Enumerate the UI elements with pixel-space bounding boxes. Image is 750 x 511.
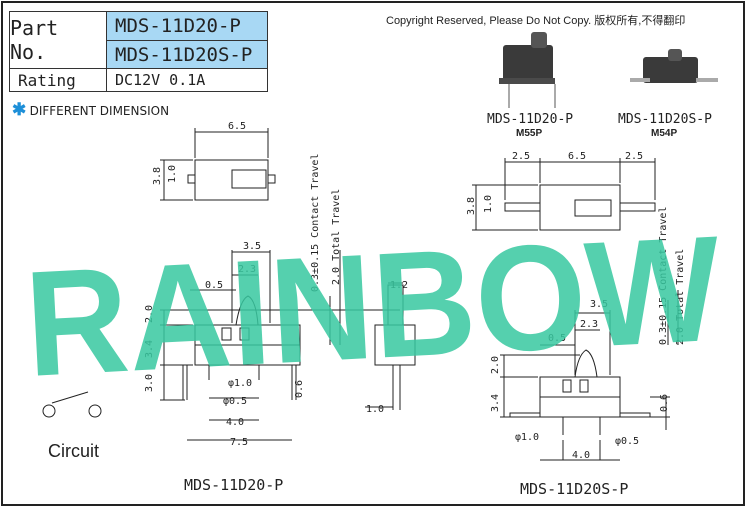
product-1-code: M55P — [516, 128, 543, 139]
rating-value: DC12V 0.1A — [115, 71, 206, 89]
dim-front-2-0: 2.0 — [144, 305, 155, 323]
dim-smd-right-2-5: 2.5 — [625, 151, 643, 162]
product-photo-2 — [630, 49, 718, 83]
dim-front-3-0: 3.0 — [144, 374, 155, 392]
dim-smd-0-6: 0.6 — [659, 394, 670, 412]
product-photo-1 — [499, 32, 556, 108]
dim-top-small: 1.0 — [167, 165, 178, 183]
dim-side-1-2: 1.2 — [390, 280, 408, 291]
asterisk-mark: ✱ — [12, 100, 27, 119]
dim-smd-4-0: 4.0 — [572, 450, 590, 461]
total-travel-right: 2.0 Total Travel — [675, 249, 686, 345]
rating-label: Rating — [18, 70, 76, 90]
dim-front-phi-1-0: φ1.0 — [228, 378, 252, 389]
product-1-name: MDS-11D20-P — [487, 112, 574, 127]
dim-smd-0-5: 0.5 — [548, 333, 566, 344]
dim-front-0-5: 0.5 — [205, 280, 223, 291]
dim-smd-phi-1-0: φ1.0 — [515, 432, 539, 443]
drawing-title-1: MDS-11D20-P — [184, 476, 284, 494]
dim-front-phi-0-5: φ0.5 — [223, 396, 247, 407]
circuit-label: Circuit — [48, 441, 100, 461]
dim-front-2-3: 2.3 — [238, 264, 256, 275]
rating-value-cell: DC12V 0.1A — [106, 68, 268, 92]
dim-top-height: 3.8 — [152, 167, 163, 185]
copyright-notice: Copyright Reserved, Please Do Not Copy. … — [386, 15, 686, 27]
product-2-code: M54P — [651, 128, 678, 139]
dim-side-0-6: 0.6 — [294, 380, 305, 398]
dim-smd-3-8: 3.8 — [466, 197, 477, 215]
total-travel-left: 2.0 Total Travel — [331, 189, 342, 285]
dim-smd-3-4: 3.4 — [490, 394, 501, 412]
dim-smd-mid-6-5: 6.5 — [568, 151, 586, 162]
part-no-label: Part No. — [10, 16, 59, 64]
dim-front-3-5: 3.5 — [243, 241, 261, 252]
different-dimension-text: DIFFERENT DIMENSION — [29, 104, 170, 118]
dim-smd-phi-0-5: φ0.5 — [615, 436, 639, 447]
contact-travel-left: 0.3±0.15 Contact Travel — [310, 154, 321, 292]
dim-front-4-0: 4.0 — [226, 417, 244, 428]
dim-front-7-5: 7.5 — [230, 437, 248, 448]
dim-top-width: 6.5 — [228, 121, 246, 132]
watermark: RAINBOW — [21, 204, 724, 408]
part-number-2: MDS-11D20S-P — [115, 43, 253, 66]
dim-smd-1-0: 1.0 — [483, 195, 494, 213]
dim-smd-left-2-5: 2.5 — [512, 151, 530, 162]
part-number-cell-2: MDS-11D20S-P — [106, 40, 268, 69]
dim-smd-2-3: 2.3 — [580, 319, 598, 330]
dim-smd-3-5: 3.5 — [590, 299, 608, 310]
dim-front-3-4: 3.4 — [144, 340, 155, 358]
dim-side-1-0: 1.0 — [366, 404, 384, 415]
different-dimension-note: ✱ DIFFERENT DIMENSION — [12, 100, 169, 120]
drawing-title-2: MDS-11D20S-P — [520, 480, 629, 498]
part-number-1: MDS-11D20-P — [115, 15, 241, 37]
contact-travel-right: 0.3±0.15 Contact Travel — [658, 207, 669, 345]
dim-smd-2-0: 2.0 — [490, 356, 501, 374]
product-2-name: MDS-11D20S-P — [618, 112, 712, 127]
